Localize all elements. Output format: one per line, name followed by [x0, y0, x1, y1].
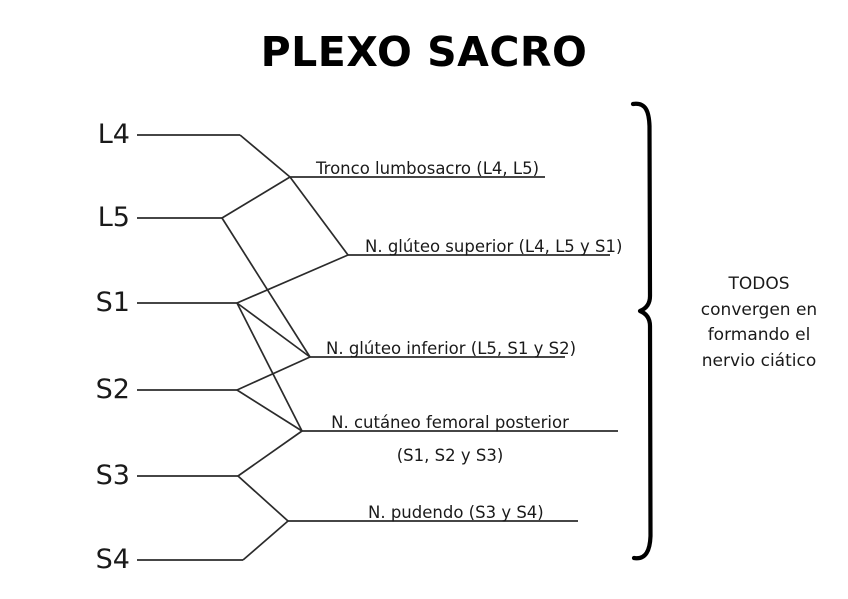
link-s1-to-gluteo-superior: [236, 254, 349, 304]
link-s2-to-cutaneo-femoral: [236, 389, 303, 432]
link-s2-to-gluteo-inferior: [236, 356, 311, 391]
root-label-l4: L4: [97, 119, 130, 150]
link-s3-to-cutaneo-femoral: [237, 430, 303, 477]
root-label-s1: S1: [95, 287, 130, 318]
convergence-line-1: TODOS: [728, 274, 790, 294]
branch-label-gluteo-inferior: N. glúteo inferior (L5, S1 y S2): [326, 339, 577, 358]
convergence-brace: [630, 101, 653, 561]
root-label-l5: L5: [97, 202, 130, 233]
page-title: PLEXO SACRO: [260, 28, 588, 76]
link-s4-to-pudendo: [242, 520, 289, 561]
link-l5-to-tronco: [221, 176, 291, 219]
root-label-s3: S3: [95, 460, 130, 491]
convergence-note: TODOS convergen en formando el nervio ci…: [676, 272, 842, 374]
link-l4-to-tronco: [239, 134, 291, 178]
branch-label-cutaneo-femoral-posterior: N. cutáneo femoral posterior (S1, S2 y S…: [320, 412, 580, 466]
branch-label-gluteo-superior: N. glúteo superior (L4, L5 y S1): [365, 237, 623, 256]
convergence-line-2: convergen en: [700, 299, 818, 320]
link-l5-to-gluteo-inferior: [221, 217, 311, 358]
branch-label-cutaneo-femoral-line2: (S1, S2 y S3): [396, 446, 504, 466]
root-label-s4: S4: [95, 544, 130, 575]
root-label-s2: S2: [95, 374, 130, 405]
branch-label-tronco-lumbosacro: Tronco lumbosacro (L4, L5): [316, 159, 540, 178]
branch-label-cutaneo-femoral-line1: N. cutáneo femoral posterior: [331, 413, 569, 432]
link-s3-to-pudendo: [237, 475, 289, 522]
link-s1-to-gluteo-inferior: [236, 302, 311, 358]
link-tronco-to-gluteo-superior: [289, 176, 349, 256]
convergence-line-4: nervio ciático: [701, 350, 817, 371]
convergence-line-3: formando el: [707, 325, 811, 345]
branch-label-pudendo: N. pudendo (S3 y S4): [368, 503, 544, 522]
link-s1-to-cutaneo-femoral: [236, 302, 303, 432]
